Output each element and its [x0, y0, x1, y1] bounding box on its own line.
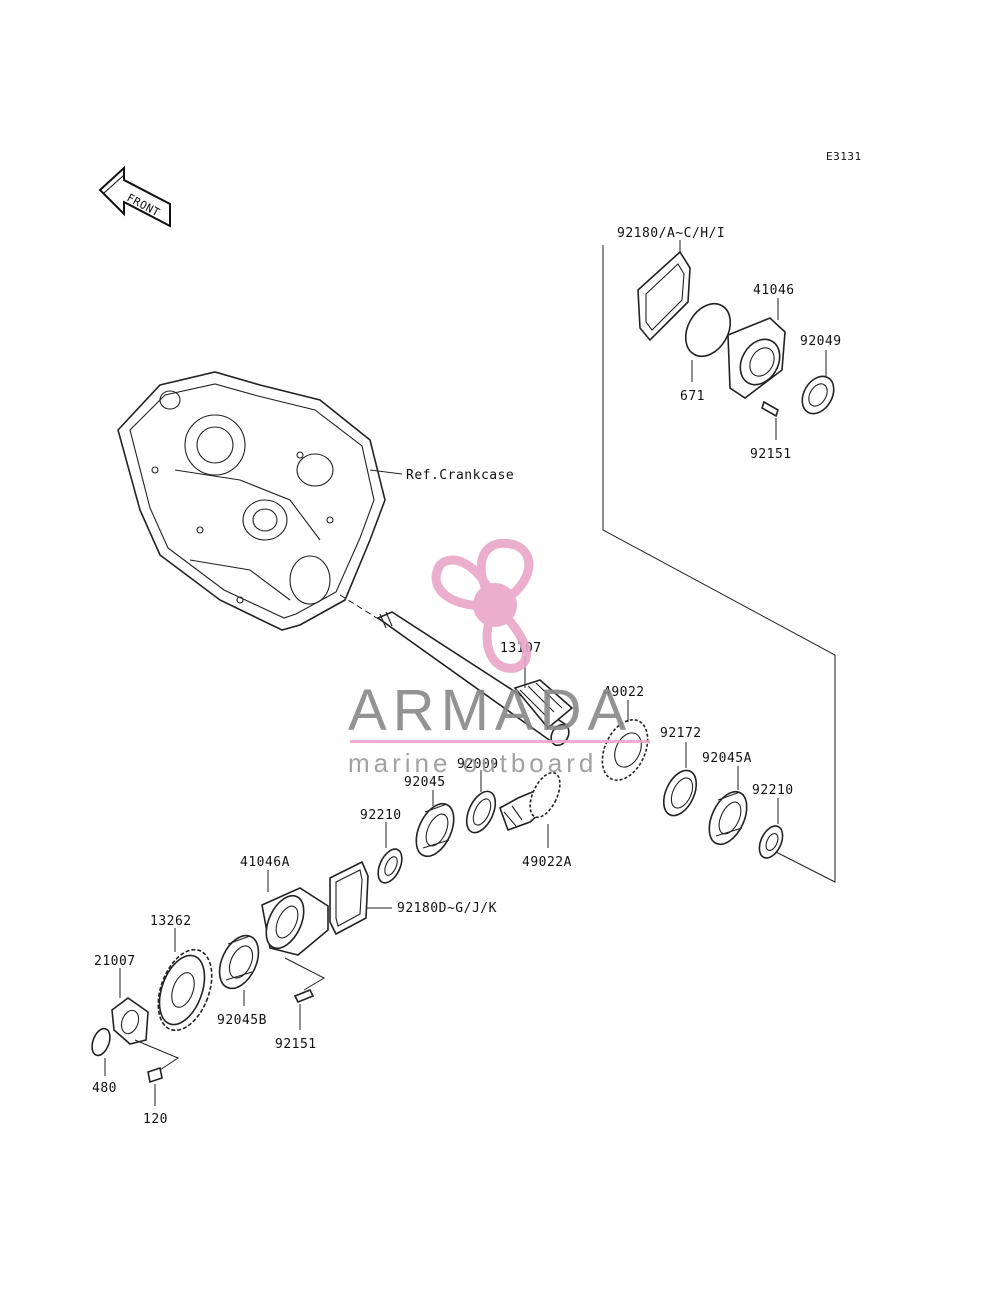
- label-92172: 92172: [660, 726, 702, 741]
- propeller-logo-icon: [431, 538, 534, 673]
- bolt-120: [147, 1066, 163, 1084]
- label-92045: 92045: [404, 775, 446, 790]
- ring-92009: [465, 790, 497, 834]
- housing-41046a: [261, 887, 329, 956]
- label-671: 671: [680, 389, 705, 404]
- circlip-480: [91, 1027, 111, 1057]
- bearing-92045: [415, 802, 455, 858]
- label-92045b: 92045B: [217, 1013, 267, 1028]
- ring-92172: [662, 769, 698, 817]
- label-120: 120: [143, 1112, 168, 1127]
- label-92180-a: 92180/A~C/H/I: [617, 226, 725, 241]
- bolt-guide-120: [134, 1039, 180, 1071]
- label-92210-left: 92210: [360, 808, 402, 823]
- bearing-92045a: [708, 790, 748, 846]
- bolt-guide-bottom: [284, 957, 326, 991]
- ref-leader: [369, 469, 403, 475]
- bolt-92151-top: [761, 400, 779, 418]
- watermark-brand: ARMADA: [348, 678, 632, 743]
- gasket-92180: [637, 250, 691, 342]
- label-480: 480: [92, 1081, 117, 1096]
- seal-92049: [801, 375, 835, 415]
- housing-41046: [727, 317, 786, 399]
- axis-line: [339, 594, 381, 621]
- watermark-underline: [350, 740, 650, 743]
- washer-92210-right: [758, 825, 784, 859]
- label-41046: 41046: [753, 283, 795, 298]
- label-41046a: 41046A: [240, 855, 290, 870]
- plate-21007: [111, 997, 149, 1045]
- label-92045a: 92045A: [702, 751, 752, 766]
- diagram-code: E3131: [826, 150, 862, 163]
- watermark: ARMADA marine outboard: [348, 538, 650, 778]
- label-49022: 49022: [603, 685, 645, 700]
- shaft-13107: [376, 611, 574, 747]
- ref-crankcase-label: Ref.Crankcase: [406, 468, 514, 483]
- label-92049: 92049: [800, 334, 842, 349]
- label-21007: 21007: [94, 954, 136, 969]
- label-13262: 13262: [150, 914, 192, 929]
- washer-92210-left: [377, 848, 403, 884]
- crankcase-drawing: [117, 371, 386, 631]
- label-49022a: 49022A: [522, 855, 572, 870]
- label-92210-right: 92210: [752, 783, 794, 798]
- bearing-92045b: [218, 934, 260, 990]
- label-92151-top: 92151: [750, 447, 792, 462]
- watermark-tagline: marine outboard: [348, 748, 597, 778]
- o-ring-671: [684, 302, 732, 358]
- label-92151-bottom: 92151: [275, 1037, 317, 1052]
- front-arrow-icon: FRONT: [98, 165, 171, 228]
- label-92180d: 92180D~G/J/K: [397, 901, 497, 916]
- gear-49022a: [499, 771, 561, 832]
- label-92009: 92009: [457, 757, 499, 772]
- bolt-92151-bottom: [293, 988, 315, 1004]
- gasket-92180d: [329, 860, 369, 936]
- assembly-frame: [602, 245, 836, 883]
- gear-13262: [157, 948, 213, 1032]
